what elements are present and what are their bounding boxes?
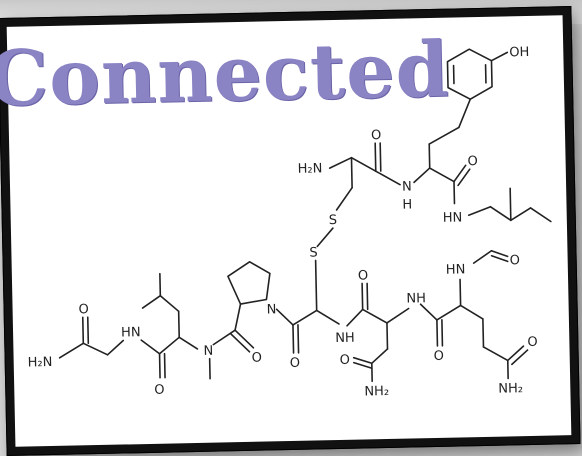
bond bbox=[316, 260, 317, 286]
bond bbox=[293, 310, 317, 324]
bond bbox=[347, 309, 363, 325]
label-o-left1: O bbox=[154, 383, 165, 398]
label-s1: S bbox=[329, 213, 338, 228]
bond-co bbox=[160, 354, 161, 378]
bond bbox=[461, 305, 483, 319]
bond bbox=[142, 296, 160, 308]
label-h2n-top: H₂N bbox=[298, 161, 323, 177]
bond-co bbox=[235, 330, 253, 348]
bond bbox=[213, 330, 235, 344]
label-n-pro2: N bbox=[203, 344, 213, 359]
label-oh: OH bbox=[509, 45, 529, 60]
bond bbox=[371, 349, 387, 363]
bond bbox=[469, 207, 491, 215]
bond-co bbox=[512, 350, 528, 364]
bond bbox=[491, 206, 511, 220]
bond bbox=[179, 337, 197, 349]
bond-co bbox=[293, 325, 294, 353]
bond bbox=[531, 208, 551, 222]
slide-title: Connected bbox=[0, 32, 450, 118]
bond-co bbox=[298, 325, 299, 353]
bond bbox=[387, 323, 388, 349]
label-hn-right: HN bbox=[443, 210, 463, 225]
label-h2n-left: H₂N bbox=[28, 355, 53, 371]
bond bbox=[160, 295, 178, 311]
bond-co bbox=[442, 320, 443, 346]
label-o-mid3: O bbox=[510, 253, 521, 268]
bond bbox=[376, 171, 400, 185]
photo-paper: OH H₂N O N H O HN bbox=[7, 15, 572, 447]
bond bbox=[460, 279, 461, 305]
bond-co bbox=[362, 283, 363, 309]
bond bbox=[437, 305, 461, 319]
bond bbox=[83, 343, 107, 356]
bond-co bbox=[231, 334, 249, 352]
bond bbox=[363, 309, 387, 323]
label-o-asn: O bbox=[340, 353, 351, 368]
bond bbox=[316, 286, 317, 310]
bond bbox=[277, 309, 293, 325]
label-o-mid2: O bbox=[434, 349, 445, 364]
label-h-top: H bbox=[402, 197, 412, 212]
bond bbox=[329, 158, 351, 168]
bond-co bbox=[88, 317, 89, 343]
label-o-cys: O bbox=[290, 356, 301, 371]
bond bbox=[59, 343, 83, 357]
label-nh-mid1: NH bbox=[406, 291, 426, 306]
bond bbox=[421, 304, 437, 320]
pyrrolidine-ring bbox=[228, 261, 271, 304]
bond-co2 bbox=[454, 165, 466, 181]
bond bbox=[336, 188, 352, 210]
bond bbox=[483, 319, 484, 347]
bond bbox=[511, 208, 531, 220]
label-o-pro: O bbox=[252, 351, 263, 366]
bond bbox=[107, 340, 123, 354]
bond bbox=[235, 304, 242, 330]
bond bbox=[159, 337, 179, 353]
bond-oh bbox=[491, 52, 507, 60]
bond-co bbox=[380, 143, 381, 171]
label-o-mid1: O bbox=[358, 268, 369, 283]
bond-co bbox=[507, 346, 523, 360]
bond bbox=[510, 188, 511, 220]
label-n-pro: N bbox=[266, 302, 276, 317]
bond-co bbox=[165, 354, 166, 378]
bond bbox=[387, 309, 409, 323]
bond bbox=[429, 144, 430, 168]
label-n-top: N bbox=[402, 179, 412, 194]
bond bbox=[430, 168, 454, 182]
bond-ss bbox=[317, 228, 333, 246]
label-s2: S bbox=[309, 245, 318, 260]
bond bbox=[317, 310, 339, 324]
bond bbox=[429, 127, 459, 144]
bond bbox=[458, 99, 471, 127]
bond bbox=[483, 346, 507, 360]
bond-co bbox=[437, 320, 438, 346]
label-nh-cys: NH bbox=[335, 331, 355, 346]
label-nh2-asn: NH₂ bbox=[364, 384, 389, 400]
bond-co bbox=[83, 317, 84, 343]
bond bbox=[414, 168, 430, 182]
bond bbox=[351, 158, 352, 188]
label-hn-mid2: HN bbox=[446, 262, 466, 277]
bond-co bbox=[375, 143, 376, 171]
label-nh2-far-right: NH₂ bbox=[498, 381, 523, 397]
label-o-far-right: O bbox=[527, 335, 538, 350]
bond-co bbox=[367, 283, 368, 309]
label-o-top1: O bbox=[371, 128, 382, 143]
photo-frame: OH H₂N O N H O HN bbox=[0, 6, 581, 456]
label-hn-left: HN bbox=[121, 325, 141, 340]
bond-co2 bbox=[458, 169, 470, 185]
bond bbox=[473, 251, 491, 263]
bond bbox=[141, 340, 159, 354]
bond bbox=[351, 157, 375, 171]
label-o-top2: O bbox=[467, 154, 478, 169]
label-o-left2: O bbox=[78, 302, 89, 317]
bond bbox=[179, 311, 180, 337]
